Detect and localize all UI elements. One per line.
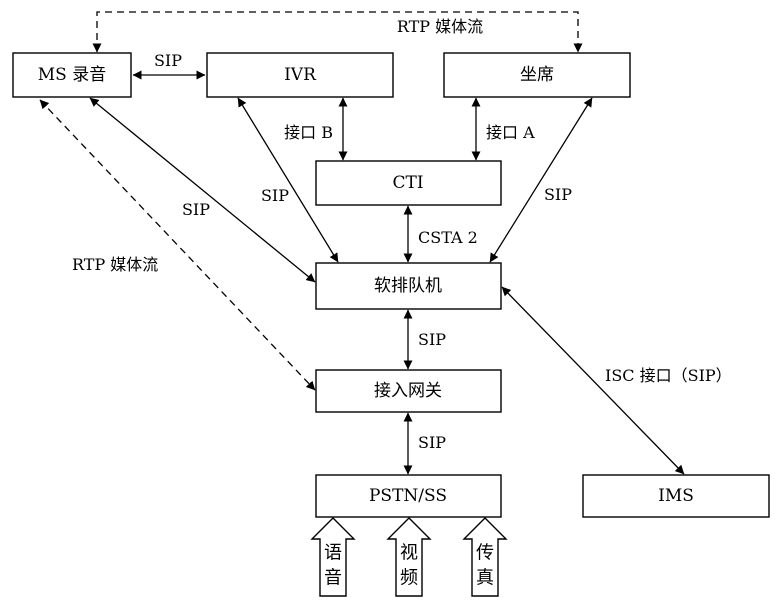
interface-a-label: 接口 A [486,123,535,142]
node-queue: 软排队机 [315,262,502,310]
rtp-left-connector [39,99,316,391]
node-cti: CTI [315,160,502,206]
rtp-top-connector [92,11,583,53]
rtp-left-label: RTP 媒体流 [72,255,158,274]
node-ivr-label: IVR [284,65,317,85]
input-voice-arrow: 语 音 [310,517,356,597]
agent-queue-connector [489,97,593,263]
node-gateway-label: 接入网关 [374,381,442,401]
input-video-char-1: 视 [400,543,418,564]
node-pstn: PSTN/SS [315,474,502,518]
sip-queue-gateway-label: SIP [418,330,446,349]
input-fax-arrow: 传 真 [462,517,508,597]
isc-interface-label: ISC 接口（SIP） [605,366,732,385]
node-agent: 坐席 [443,52,631,98]
rtp-top-label: RTP 媒体流 [397,17,483,36]
node-gateway: 接入网关 [315,369,502,413]
interface-b-label: 接口 B [284,123,333,142]
node-ms: MS 录音 [12,52,132,98]
input-fax-char-2: 真 [476,568,494,589]
sip-agent-queue-label: SIP [544,185,572,204]
node-ims: IMS [582,474,770,518]
node-agent-label: 坐席 [520,65,554,85]
node-queue-label: 软排队机 [374,276,442,296]
node-pstn-label: PSTN/SS [369,486,447,506]
node-cti-label: CTI [392,173,423,193]
sip-ivr-queue-label: SIP [261,186,289,205]
queue-ims-connector [501,286,685,475]
input-voice-char-2: 音 [324,568,342,589]
node-ivr: IVR [206,52,394,98]
input-fax-char-1: 传 [476,543,494,564]
sip-ms-queue-label: SIP [182,200,210,219]
input-video-arrow: 视 频 [386,517,432,597]
input-voice-char-1: 语 [324,543,342,564]
sip-gateway-pstn-label: SIP [418,433,446,452]
node-ms-label: MS 录音 [38,65,106,85]
csta2-label: CSTA 2 [418,228,478,247]
node-ims-label: IMS [658,486,694,506]
input-video-char-2: 频 [400,568,418,589]
sip-ms-ivr-label: SIP [154,51,182,70]
